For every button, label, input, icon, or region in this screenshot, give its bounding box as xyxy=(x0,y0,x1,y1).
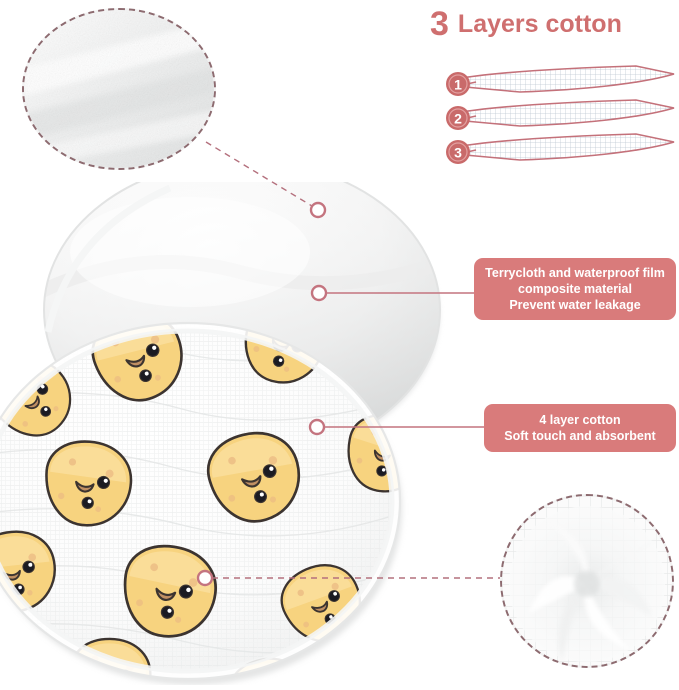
terrycloth-callout-line-3: Prevent water leakage xyxy=(509,298,641,312)
cotton-callout: 4 layer cotton Soft touch and absorbent xyxy=(484,404,676,452)
layer-badge-2: 2 xyxy=(446,106,470,130)
layer-count-number: 3 xyxy=(430,5,449,43)
layer-badge-3-label: 3 xyxy=(454,145,462,161)
layer-badge-1-label: 1 xyxy=(454,77,462,93)
terrycloth-callout-line-2: composite material xyxy=(518,282,632,296)
terrycloth-callout: Terrycloth and waterproof film composite… xyxy=(474,258,676,320)
muslin-closeup xyxy=(500,494,674,668)
layer-badge-1: 1 xyxy=(446,72,470,96)
terrycloth-callout-line-1: Terrycloth and waterproof film xyxy=(485,266,665,280)
cotton-callout-line-2: Soft touch and absorbent xyxy=(504,429,656,443)
page-title: 3 Layers cotton xyxy=(430,2,679,46)
layer-stack-diagram: 1 2 3 xyxy=(440,58,679,186)
page-title-text: Layers cotton xyxy=(457,9,622,38)
cotton-callout-line-1: 4 layer cotton xyxy=(539,413,621,427)
layer-badge-2-label: 2 xyxy=(454,111,462,127)
terrycloth-closeup xyxy=(22,8,216,170)
cookie-towel xyxy=(0,305,422,685)
layer-badge-3: 3 xyxy=(446,140,470,164)
